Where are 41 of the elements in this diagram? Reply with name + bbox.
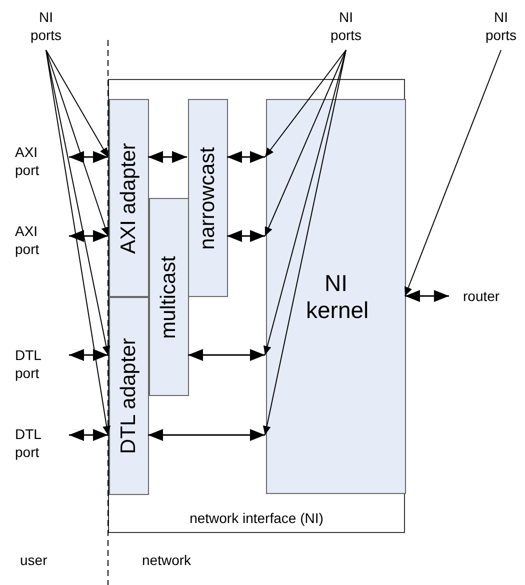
callout-label: NI ports [25,8,67,46]
adapter-block [109,297,149,495]
leader-line [404,50,502,296]
leader-line [46,50,110,356]
leader-line [46,50,109,236]
side-label: user [20,551,48,569]
block-label: multicast [157,256,181,338]
port-label: DTL port [15,346,55,384]
leader-line [46,50,111,436]
block-label: NI kernel [306,270,366,324]
double-arrow [188,349,265,361]
port-label: AXI port [15,222,55,260]
port-label: AXI port [15,143,55,181]
adapter-block [109,99,149,297]
block-label: AXI adapter [117,142,141,254]
leader-line [264,50,346,158]
narrowcast-block [188,99,228,297]
double-arrow [69,349,108,361]
double-arrow [69,151,108,163]
kernel-block [266,99,406,494]
side-label: network [142,551,192,569]
leader-line [262,50,346,436]
callout-label: NI ports [322,8,370,46]
double-arrow [227,230,265,242]
multicast-block [149,198,189,396]
double-arrow [227,151,265,163]
block-label: narrowcast [196,146,220,250]
double-arrow [148,429,265,441]
double-arrow [148,151,187,163]
callout-label: NI ports [478,8,524,46]
double-arrow [69,230,108,242]
port-label: DTL port [15,425,55,463]
interface-box [108,79,405,533]
leader-line [264,50,346,236]
leader-line [263,50,346,356]
box-title: network interface (NI) [188,510,324,526]
block-label: DTL adapter [117,338,141,454]
double-arrow [69,429,108,441]
double-arrow [405,290,449,302]
port-label: router [463,287,513,307]
leader-line [46,50,108,158]
